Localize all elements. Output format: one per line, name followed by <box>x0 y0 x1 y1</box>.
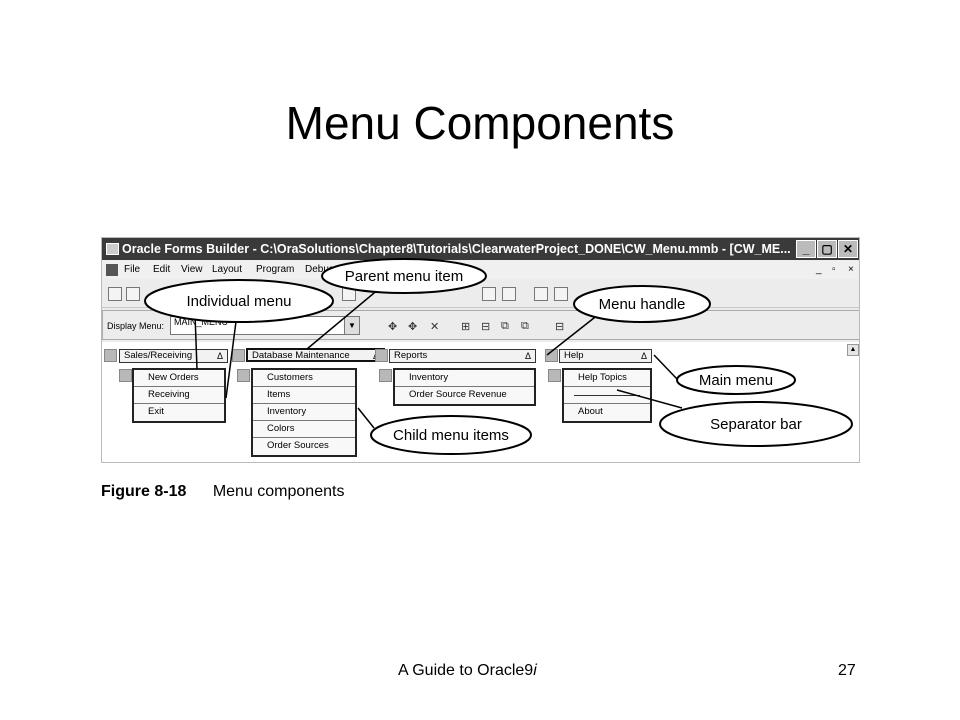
forms-builder-screenshot: Oracle Forms Builder - C:\OraSolutions\C… <box>101 237 860 463</box>
expand-all-icon[interactable]: ⧉ <box>501 320 509 332</box>
callout-menu-handle: Menu handle <box>599 296 686 313</box>
menu-program[interactable]: Program <box>256 264 295 275</box>
menu-edit[interactable]: Edit <box>153 264 171 275</box>
leader-line <box>225 313 238 399</box>
callout-individual-menu: Individual menu <box>186 293 291 310</box>
display-menu-value: MAIN_MENU <box>174 317 229 327</box>
callout-bubble <box>370 415 532 455</box>
child-menu-item[interactable]: Customers <box>253 370 355 387</box>
window-title: Oracle Forms Builder - C:\OraSolutions\C… <box>122 242 791 256</box>
callout-parent-menu-item: Parent menu item <box>345 268 463 285</box>
run-icon[interactable] <box>554 287 568 301</box>
chevron-down-icon[interactable]: ▼ <box>344 317 359 334</box>
display-menu-label: Display Menu: <box>107 321 165 331</box>
child-menu-item[interactable]: Receiving <box>134 387 224 404</box>
mdi-close-button[interactable]: × <box>848 264 854 275</box>
footer-title: A Guide to Oracle9i <box>398 662 537 680</box>
menu-editor-canvas: ▲ Sales/Receiving Δ Database Maintenance… <box>102 342 859 462</box>
mdi-minimize-button[interactable]: _ <box>816 264 822 275</box>
delta-icon: Δ <box>524 351 531 361</box>
create-down-icon[interactable]: ✥ <box>388 321 398 333</box>
menu-handle[interactable] <box>119 369 132 382</box>
child-menu-item[interactable]: Exit <box>148 406 164 417</box>
child-menu-item[interactable]: Inventory <box>395 370 534 387</box>
menu-handle[interactable] <box>237 369 250 382</box>
footer-title-italic: i <box>533 662 537 679</box>
menu-file[interactable]: File <box>124 264 141 275</box>
maximize-button[interactable]: ▢ <box>817 240 837 258</box>
child-menu-item[interactable]: About <box>578 406 603 417</box>
page-number: 27 <box>838 662 856 679</box>
callout-main-menu: Main menu <box>699 372 773 389</box>
doc-icon <box>106 264 118 276</box>
expand-icon[interactable]: ⊞ <box>461 321 471 333</box>
menu-handle[interactable] <box>545 349 558 362</box>
pause-icon[interactable] <box>482 287 496 301</box>
child-menu-item[interactable]: Help Topics <box>564 370 650 387</box>
delete-item-icon[interactable]: ✕ <box>430 321 440 333</box>
callout-child-menu-items: Child menu items <box>393 427 509 444</box>
open-icon[interactable] <box>126 287 140 301</box>
child-menu-item[interactable]: Colors <box>253 421 355 438</box>
app-icon <box>106 243 119 255</box>
callout-bubble <box>144 279 334 323</box>
window-titlebar: Oracle Forms Builder - C:\OraSolutions\C… <box>102 238 859 260</box>
separator-bar[interactable] <box>564 387 650 404</box>
leader-line <box>616 389 683 409</box>
child-menu-item[interactable]: Order Sources <box>267 440 329 451</box>
menu-handle[interactable] <box>232 349 245 362</box>
callout-bubble <box>573 285 711 323</box>
menu-layout[interactable]: Layout <box>212 264 243 275</box>
main-menu-item-help[interactable]: Help Δ <box>559 349 652 363</box>
callout-separator-bar: Separator bar <box>710 416 802 433</box>
figure-label: Figure 8-18 <box>101 483 187 500</box>
minimize-button[interactable]: _ <box>796 240 816 258</box>
slide-title: Menu Components <box>285 97 675 149</box>
delta-icon: Δ <box>640 351 647 361</box>
create-right-icon[interactable]: ✥ <box>408 321 418 333</box>
callout-bubble <box>659 401 853 447</box>
child-menu-sales: New Orders Receiving Exit <box>132 368 226 423</box>
menu-handle[interactable] <box>548 369 561 382</box>
stop-icon[interactable] <box>502 287 516 301</box>
new-icon[interactable] <box>108 287 122 301</box>
main-menu-item-label: Sales/Receiving <box>124 350 193 361</box>
leader-line <box>653 354 678 380</box>
main-menu-item-label: Database Maintenance <box>252 350 350 361</box>
child-menu-item[interactable]: Inventory <box>253 404 355 421</box>
leader-line <box>357 407 375 429</box>
menu-view[interactable]: View <box>181 264 203 275</box>
separator-line <box>574 395 640 396</box>
figure-caption-text: Menu components <box>212 483 345 500</box>
menu-handle[interactable] <box>375 349 388 362</box>
callout-bubble <box>321 258 487 294</box>
close-button[interactable]: ✕ <box>838 240 858 258</box>
main-menu-item-label: Help <box>564 350 584 361</box>
figure-caption: Figure 8-18 Menu components <box>101 483 344 501</box>
footer-title-plain: A Guide to Oracle9 <box>398 662 534 679</box>
child-menu-item[interactable]: Items <box>253 387 355 404</box>
main-menu-item-reports[interactable]: Reports Δ <box>389 349 536 363</box>
leader-line <box>546 313 600 356</box>
leader-line <box>194 313 198 370</box>
callout-bubble <box>676 365 796 395</box>
child-menu-item[interactable]: New Orders <box>134 370 224 387</box>
delta-icon: Δ <box>216 351 223 361</box>
main-menu-item-label: Reports <box>394 350 428 361</box>
compile-icon[interactable] <box>534 287 548 301</box>
menu-handle[interactable] <box>104 349 117 362</box>
child-menu-database: Customers Items Inventory Colors Order S… <box>251 368 357 457</box>
scroll-up-button[interactable]: ▲ <box>847 344 859 356</box>
menu-handle[interactable] <box>379 369 392 382</box>
child-menu-item[interactable]: Order Source Revenue <box>409 389 507 400</box>
callouts-overlay: Parent menu item Individual menu Menu ha… <box>144 258 853 455</box>
menu-handle-icon[interactable]: ⊟ <box>555 321 565 333</box>
main-menu-item-sales[interactable]: Sales/Receiving Δ <box>119 349 228 363</box>
menu-debug[interactable]: Debug <box>305 264 335 275</box>
collapse-all-icon[interactable]: ⧉ <box>521 320 529 332</box>
collapse-icon[interactable]: ⊟ <box>481 321 491 333</box>
mdi-restore-button[interactable]: ▫ <box>832 264 836 275</box>
child-menu-reports: Inventory Order Source Revenue <box>393 368 536 406</box>
